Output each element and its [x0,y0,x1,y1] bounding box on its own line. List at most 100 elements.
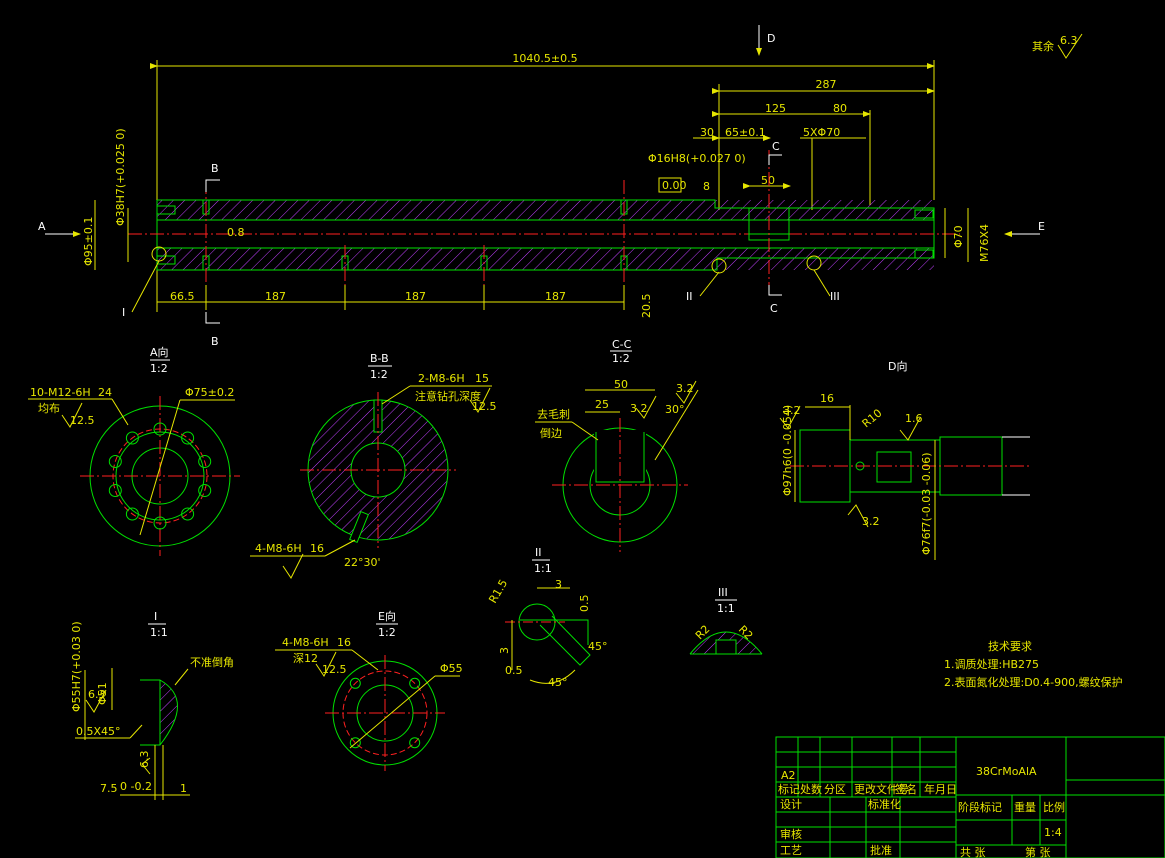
bolt-hole [153,516,167,530]
bolt-hole [198,484,212,498]
title-stage: 阶段标记 [958,800,1002,814]
section-bb-bottom-depth: 16 [310,542,324,555]
section-cc-roughness-a: 3.2 [630,402,648,415]
bolt-hole [108,484,122,498]
view-a: A向 1:2 10-M12-6H 24 均布 12.5 Φ75±0.2 [28,345,240,556]
tech-req-line-2: 2.表面氮化处理:D0.4-900,螺纹保护 [944,675,1123,689]
detail-i-dim-7-5-tol: 0 -0.2 [120,780,152,793]
dia-38: Φ38H7(+0.025 0) [114,128,127,226]
dim-187-a: 187 [265,290,286,303]
dia-70: Φ70 [952,225,965,248]
title-block: 38CrMoAlA A2 标记 处数 分区 更改文件号 签名 年月日 设计 标准… [775,736,1165,858]
detail-iii-scale: 1:1 [717,602,735,615]
view-a-title: A向 [150,345,169,359]
dim-187-b: 187 [405,290,426,303]
bolt-hole [409,677,421,689]
section-cc-dim-50: 50 [614,378,628,391]
detail-iii-title: III [718,586,728,599]
dim-overall-length: 1040.5±0.5 [512,52,577,65]
bolt-hole [125,507,139,521]
detail-i-dia-55: Φ55H7(+0.03 0) [70,621,83,712]
view-arrow-a: A [38,220,46,233]
dim-30: 30 [700,126,714,139]
section-bb-roughness: 12.5 [472,400,497,413]
view-d-roughness-16: 1.6 [905,412,923,425]
detail-i-nochamfer: 不准倒角 [190,656,234,669]
view-e-scale: 1:2 [378,626,396,639]
tol-000: 0.00 [662,179,687,192]
section-b-bottom: B [211,335,219,348]
view-d-roughness-32: 3.2 [783,404,801,417]
dim-66-5: 66.5 [170,290,195,303]
section-bb-title: B-B [370,352,389,365]
bolt-hole [181,431,195,445]
detail-iii-marker: III [830,290,840,303]
section-c-bottom: C [770,302,778,315]
detail-i-dim-7-5: 7.5 [100,782,118,795]
section-c-top: C [772,140,780,153]
title-review: 审核 [780,827,802,841]
detail-i-marker: I [122,306,125,319]
detail-i-dim-1: 1 [180,782,187,795]
title-page: 第 张 [1025,845,1051,858]
detail-ii-angle-1: 45° [588,640,608,653]
title-approve: 批准 [870,843,892,857]
title-material: 38CrMoAlA [976,765,1037,778]
title-h-sign: 签名 [895,782,917,796]
detail-ii-title: II [535,546,542,559]
dim-50: 50 [761,174,775,187]
view-e-note-depth: 16 [337,636,351,649]
bolt-hole [181,507,195,521]
bolt-hole [125,431,139,445]
dim-5x70: 5XΦ70 [803,126,840,139]
view-e-note: 4-M8-6H [282,636,329,649]
rest-finish-value: 6.3 [1060,34,1078,47]
section-bb-top-note: 2-M8-6H [418,372,465,385]
section-cc-deburr: 去毛刺 [537,408,570,421]
section-bb-bottom-note: 4-M8-6H [255,542,302,555]
section-b-top: B [211,162,219,175]
view-e-diameter: Φ55 [440,662,463,675]
section-cc-sharp: 倒边 [540,427,562,440]
thread-m76: M76X4 [978,224,991,262]
detail-i-roughness: 6.3 [88,688,106,701]
dim-187-c: 187 [545,290,566,303]
view-e-title: E向 [378,609,396,623]
section-bb-top-depth: 15 [475,372,489,385]
tol-08: 0.8 [227,226,245,239]
bolt-hole [198,454,212,468]
view-e-sub: 深12 [293,652,318,665]
detail-i-dia-51: Φ51 [96,682,109,705]
title-weight: 重量 [1014,800,1036,814]
detail-ii-scale: 1:1 [534,562,552,575]
title-ratio: 比例 [1043,800,1065,814]
view-d: D向 16 R10 1.6 3.2 3.2 Φ97h6(0 -0.054) Φ7… [779,359,1030,560]
detail-ii-marker: II [686,290,693,303]
detail-ii-r15: R1.5 [486,577,510,605]
detail-i-title: I [154,610,157,623]
dia-95: Φ95±0.1 [82,217,95,266]
detail-i-roughness-side: 6.3 [138,751,151,769]
view-e: E向 1:2 4-M8-6H 16 深12 12.5 Φ55 [275,609,463,771]
bolt-hole [349,737,361,749]
title-total: 共 张 [960,846,986,858]
section-cc-title: C-C [612,338,632,351]
title-h-doc: 更改文件号 [854,782,909,796]
view-d-dim-16: 16 [820,392,834,405]
title-design: 设计 [780,798,802,811]
title-scale: 1:4 [1044,826,1062,839]
view-a-scale: 1:2 [150,362,168,375]
view-d-r10: R10 [860,406,885,430]
dim-80: 80 [833,102,847,115]
detail-ii-dim-3-v: 3 [498,647,511,654]
view-a-holes-note: 10-M12-6H [30,386,91,399]
section-bb-scale: 1:2 [370,368,388,381]
view-d-dia-left: Φ97h6(0 -0.054) [781,405,794,496]
title-h-date: 年月日 [924,782,957,796]
detail-ii: II 1:1 R1.5 3 0.5 3 0.5 45° 45° [486,546,607,689]
view-a-even-note: 均布 [38,402,60,415]
view-a-holes-depth: 24 [98,386,112,399]
main-view: 1040.5±0.5 287 125 80 30 65±0.1 5XΦ70 50… [38,25,1083,348]
section-cc: C-C 1:2 50 25 30° 3.2 3.2 去毛刺 倒边 [535,338,699,552]
title-process: 工艺 [780,844,802,857]
